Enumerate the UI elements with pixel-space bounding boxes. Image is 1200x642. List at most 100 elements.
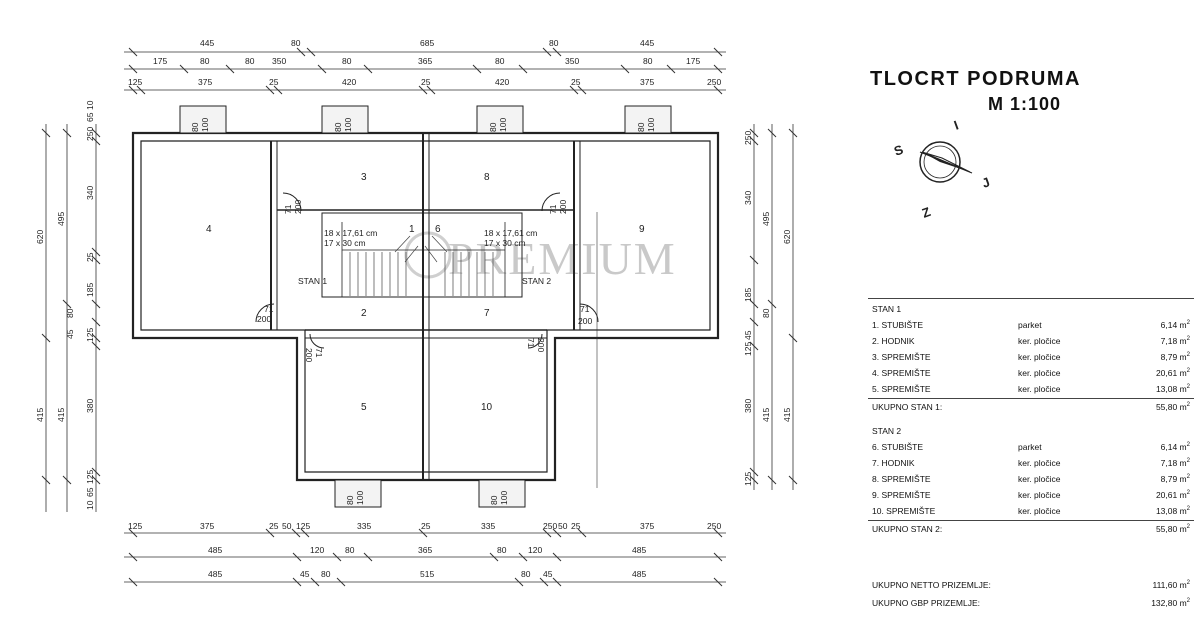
svg-text:80: 80 [489, 495, 499, 505]
svg-text:25: 25 [571, 77, 581, 87]
svg-text:375: 375 [640, 521, 654, 531]
svg-text:80: 80 [636, 122, 646, 132]
svg-text:25: 25 [421, 521, 431, 531]
svg-text:350: 350 [272, 56, 286, 66]
svg-text:380: 380 [743, 399, 753, 413]
svg-text:45: 45 [543, 569, 553, 579]
svg-text:250: 250 [743, 131, 753, 145]
svg-text:80: 80 [245, 56, 255, 66]
svg-text:485: 485 [208, 545, 222, 555]
svg-text:45: 45 [65, 329, 75, 339]
svg-text:335: 335 [357, 521, 371, 531]
svg-text:250: 250 [543, 521, 557, 531]
svg-text:415: 415 [782, 408, 792, 422]
stan1-title: STAN 1 [872, 304, 902, 314]
room-3: 3 [361, 172, 367, 183]
svg-text:685: 685 [420, 38, 434, 48]
svg-text:71: 71 [264, 304, 274, 314]
svg-text:620: 620 [35, 230, 45, 244]
walls [131, 131, 720, 482]
svg-text:125: 125 [85, 328, 95, 342]
svg-text:18 x 17,61 cm: 18 x 17,61 cm [324, 228, 377, 238]
room-2: 2 [361, 308, 367, 319]
svg-text:420: 420 [342, 77, 356, 87]
room-5: 5 [361, 402, 367, 413]
door-labels: 71 200 71 200 71 200 71 200 71 200 71 20… [257, 200, 592, 363]
dimension-ticks [41, 47, 798, 587]
svg-text:445: 445 [640, 38, 654, 48]
svg-text:185: 185 [743, 288, 753, 302]
svg-text:80: 80 [333, 122, 343, 132]
svg-text:J: J [980, 174, 992, 191]
room-7: 7 [484, 308, 490, 319]
room-numbers: 4 3 8 9 1 6 2 7 5 10 STAN 1 STAN 2 18 x … [206, 172, 645, 413]
compass-icon: S I J Z [892, 117, 992, 221]
svg-text:495: 495 [56, 212, 66, 226]
dims-right: 250 340 185 45 80 125 380 125 495 415 62… [743, 131, 792, 486]
table-divider [868, 520, 1194, 521]
svg-text:250: 250 [85, 127, 95, 141]
svg-text:100: 100 [499, 491, 509, 505]
room-6: 6 [435, 224, 441, 235]
svg-text:80: 80 [497, 545, 507, 555]
svg-text:45: 45 [300, 569, 310, 579]
table-divider [868, 298, 1194, 299]
svg-text:120: 120 [528, 545, 542, 555]
svg-text:415: 415 [35, 408, 45, 422]
svg-text:340: 340 [743, 191, 753, 205]
svg-text:250: 250 [707, 77, 721, 87]
svg-text:100: 100 [498, 118, 508, 132]
svg-text:80: 80 [190, 122, 200, 132]
svg-text:25: 25 [571, 521, 581, 531]
dims-bottom: 125 375 25 50 125 335 25 335 250 50 25 3… [128, 521, 721, 579]
svg-text:80: 80 [521, 569, 531, 579]
svg-text:365: 365 [418, 545, 432, 555]
unit-stan-1: STAN 1 [298, 276, 327, 286]
svg-text:71: 71 [314, 348, 324, 358]
svg-text:415: 415 [761, 408, 771, 422]
watermark: PREMIUM [404, 231, 677, 284]
svg-text:17 x 30 cm: 17 x 30 cm [484, 238, 526, 248]
svg-text:80: 80 [549, 38, 559, 48]
svg-text:335: 335 [481, 521, 495, 531]
svg-text:340: 340 [85, 186, 95, 200]
room-10: 10 [481, 402, 493, 413]
svg-text:125: 125 [128, 521, 142, 531]
stan1-total-row: UKUPNO STAN 1: 55,80 m2 [872, 402, 1190, 412]
svg-text:65: 65 [85, 487, 95, 497]
doors [255, 192, 599, 349]
svg-text:80: 80 [65, 308, 75, 318]
svg-text:80: 80 [761, 308, 771, 318]
svg-text:71: 71 [526, 338, 536, 348]
svg-text:71: 71 [580, 304, 590, 314]
svg-text:375: 375 [640, 77, 654, 87]
svg-text:200: 200 [558, 200, 568, 214]
svg-text:445: 445 [200, 38, 214, 48]
watermark-text: PREMIUM [448, 233, 677, 284]
svg-text:65: 65 [85, 112, 95, 122]
svg-text:10: 10 [85, 100, 95, 110]
drawing-scale: M 1:100 [988, 94, 1062, 114]
svg-text:50: 50 [558, 521, 568, 531]
svg-text:125: 125 [743, 472, 753, 486]
room-4: 4 [206, 224, 212, 235]
dims-left: 620 415 495 415 250 65 10 340 25 185 45 … [35, 100, 95, 510]
windows [179, 105, 672, 508]
svg-text:80: 80 [488, 122, 498, 132]
room-1: 1 [409, 224, 415, 235]
svg-text:120: 120 [310, 545, 324, 555]
svg-text:Z: Z [920, 204, 933, 221]
svg-text:25: 25 [421, 77, 431, 87]
svg-text:80: 80 [345, 545, 355, 555]
svg-text:175: 175 [153, 56, 167, 66]
svg-text:45: 45 [743, 330, 753, 340]
stan2-total-row: UKUPNO STAN 2: 55,80 m2 [872, 524, 1190, 534]
svg-text:80: 80 [495, 56, 505, 66]
svg-text:250: 250 [707, 521, 721, 531]
